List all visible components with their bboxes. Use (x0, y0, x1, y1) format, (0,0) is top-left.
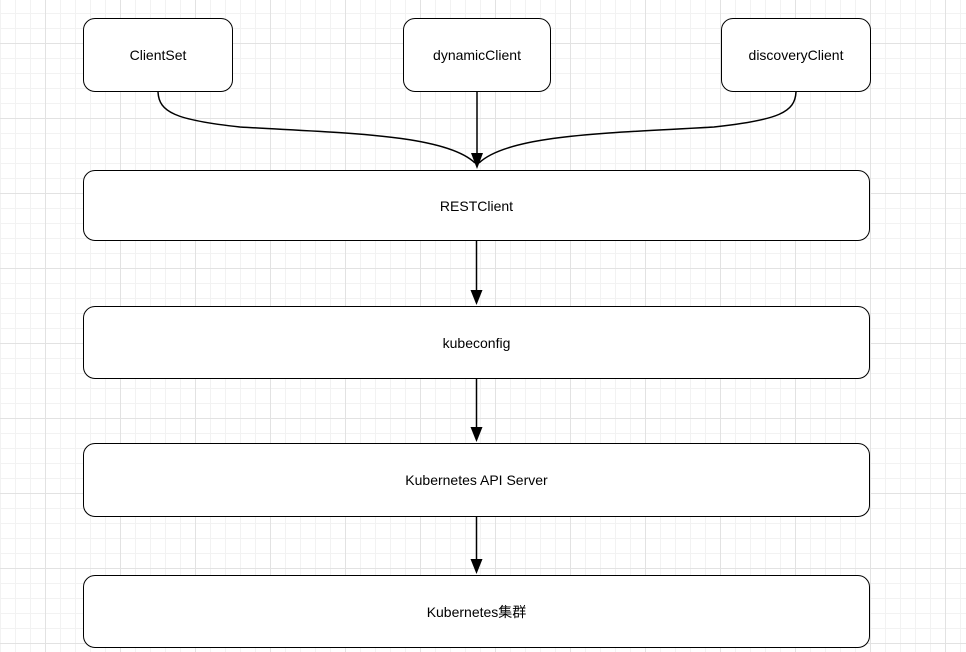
arrowhead-restclient (471, 153, 483, 169)
node-kubeconfig[interactable]: kubeconfig (83, 306, 870, 379)
node-clientset[interactable]: ClientSet (83, 18, 233, 92)
node-dynamic-client[interactable]: dynamicClient (403, 18, 551, 92)
arrowhead-kubeconfig (470, 290, 483, 305)
node-cluster[interactable]: Kubernetes集群 (83, 575, 870, 648)
node-dynamic-client-label: dynamicClient (433, 47, 521, 63)
edge-discoveryclient-restclient (478, 91, 797, 164)
node-rest-client[interactable]: RESTClient (83, 170, 870, 241)
node-api-server-label: Kubernetes API Server (405, 472, 548, 488)
node-api-server[interactable]: Kubernetes API Server (83, 443, 870, 517)
node-kubeconfig-label: kubeconfig (442, 334, 511, 351)
node-rest-client-label: RESTClient (439, 197, 514, 214)
arrowhead-cluster (470, 559, 483, 574)
arrowhead-apiserver (470, 427, 483, 442)
node-cluster-label: Kubernetes集群 (426, 603, 527, 620)
node-discovery-client-label: discoveryClient (748, 47, 844, 63)
edge-clientset-restclient (157, 91, 476, 164)
node-discovery-client[interactable]: discoveryClient (721, 18, 871, 92)
node-clientset-label: ClientSet (129, 47, 187, 63)
